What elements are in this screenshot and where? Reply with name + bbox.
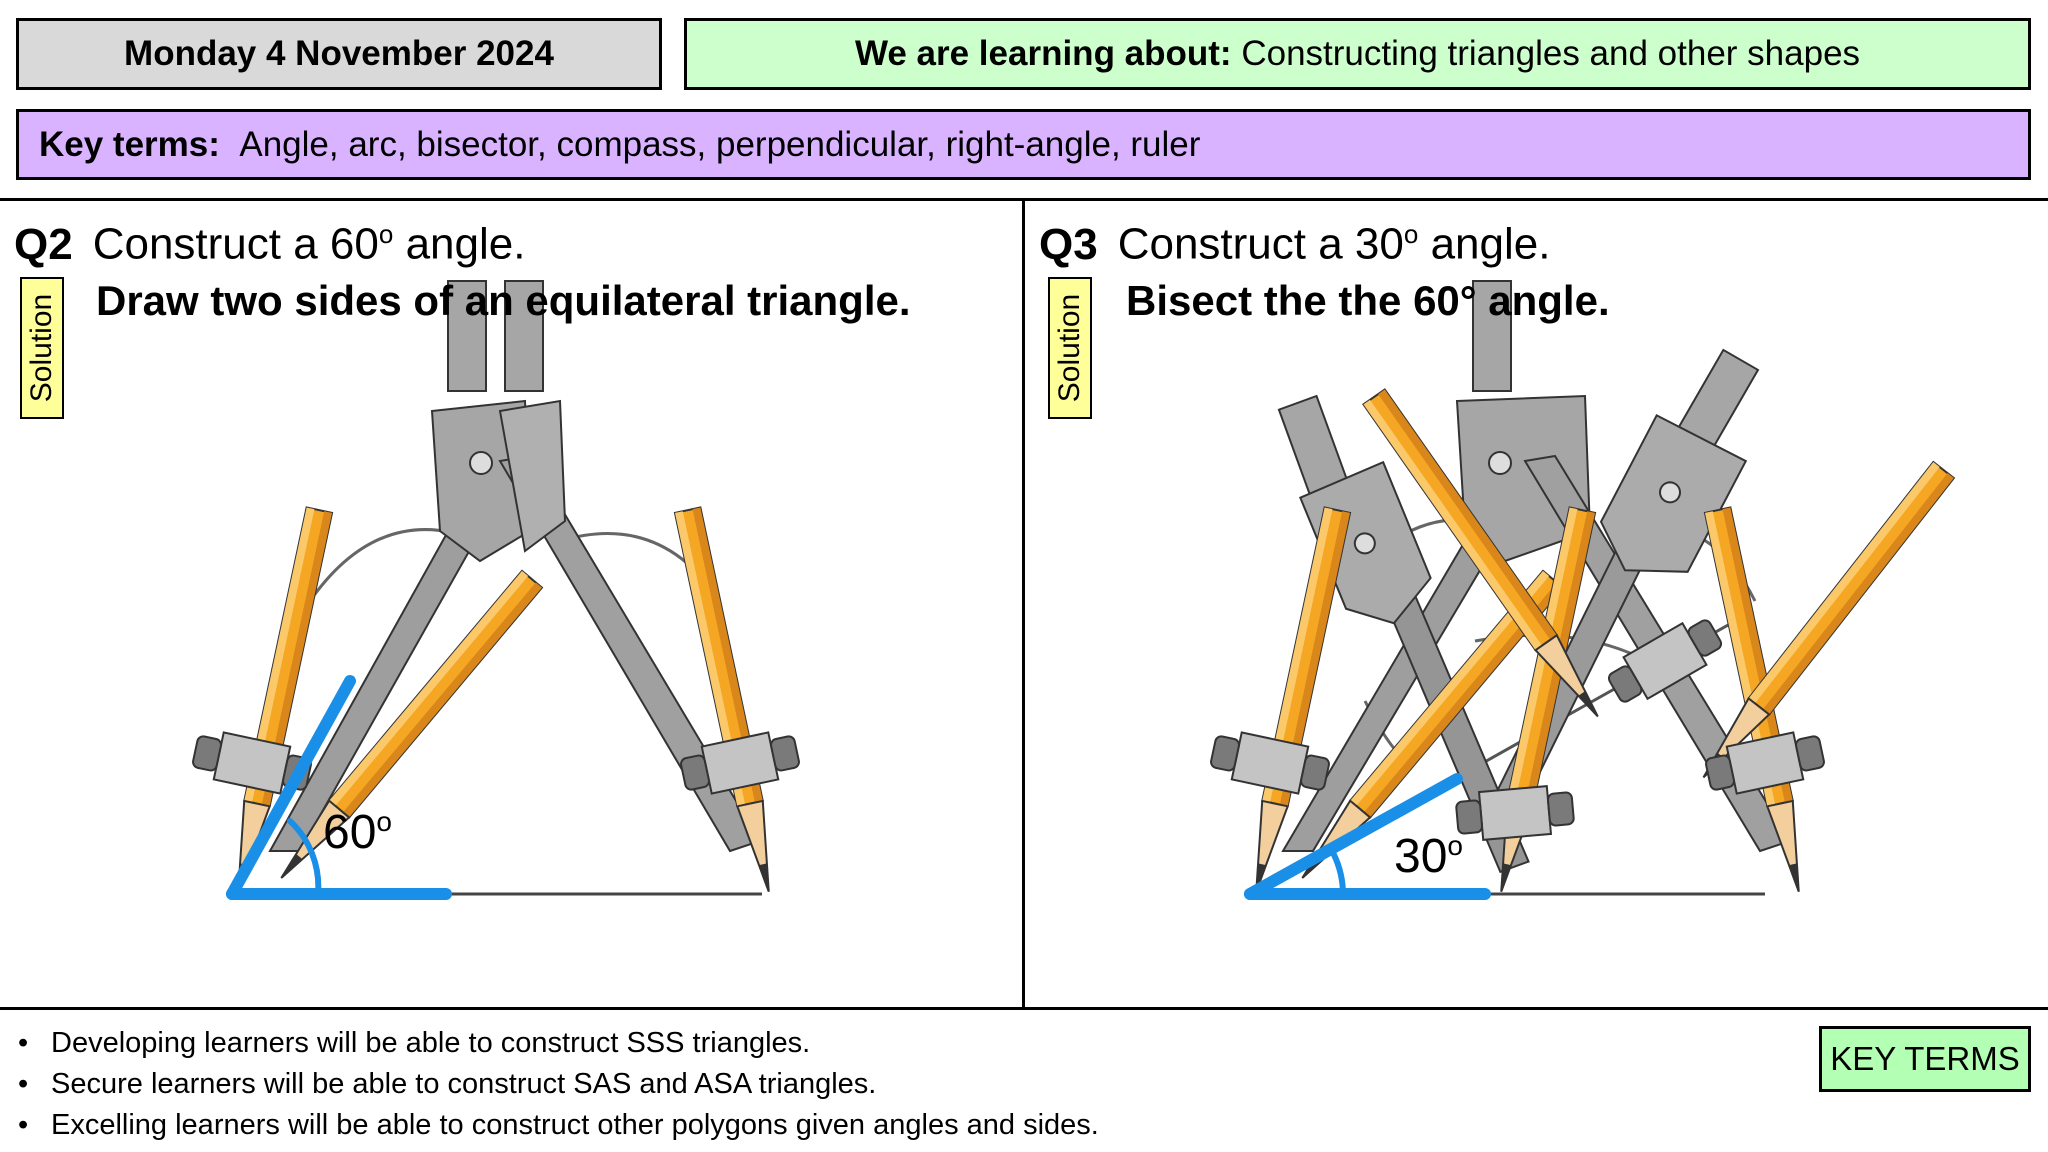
learning-label: We are learning about: <box>854 34 1232 73</box>
key-terms-label: Key terms: <box>39 124 220 164</box>
q3-angle-label: 30o <box>1394 830 1463 883</box>
q2-title: Construct a 60 <box>92 219 379 269</box>
q2-solution-tab[interactable]: Solution <box>20 277 64 419</box>
q3-solution-tab[interactable]: Solution <box>1048 277 1092 419</box>
q2-construction-illustration <box>189 280 803 900</box>
q2-angle-label: 60o <box>323 806 392 859</box>
learning-objective-box: We are learning about: Constructing tria… <box>684 18 2031 90</box>
date-text: Monday 4 November 2024 <box>124 34 554 73</box>
q3-construction-illustration <box>1207 280 1955 900</box>
q2-angle-construction <box>226 675 452 900</box>
q3-number: Q3 <box>1039 219 1098 269</box>
date-box: Monday 4 November 2024 <box>16 18 662 90</box>
q3-title: Construct a 30 <box>1117 219 1404 269</box>
q3-question: Q3 Construct a 30o angle. <box>1039 219 1550 270</box>
outcome-secure: Secure learners will be able to construc… <box>18 1064 1099 1105</box>
key-terms-button[interactable]: KEY TERMS <box>1819 1026 2031 1092</box>
key-terms-bar: Key terms: Angle, arc, bisector, compass… <box>16 109 2031 180</box>
q3-instruction: Bisect the the 60° angle. <box>1126 277 1610 324</box>
key-terms-text: Angle, arc, bisector, compass, perpendic… <box>239 124 1201 164</box>
q2-solution-label: Solution <box>25 293 59 403</box>
q3-angle-degree: o <box>1447 830 1463 861</box>
q2-angle-degree: o <box>376 806 392 837</box>
learning-text: Constructing triangles and other shapes <box>1241 34 1861 73</box>
learning-outcomes-list: Developing learners will be able to cons… <box>18 1023 1099 1146</box>
bottom-divider <box>0 1007 2048 1010</box>
q3-title-end: angle. <box>1430 219 1551 269</box>
q2-degree: o <box>378 219 394 249</box>
outcome-developing: Developing learners will be able to cons… <box>18 1023 1099 1064</box>
q2-title-end: angle. <box>405 219 526 269</box>
q2-instruction: Draw two sides of an equilateral triangl… <box>96 277 911 324</box>
q2-number: Q2 <box>14 219 73 269</box>
q3-solution-label: Solution <box>1053 293 1087 403</box>
outcome-excelling: Excelling learners will be able to const… <box>18 1105 1099 1146</box>
q3-angle-construction <box>1244 773 1491 900</box>
q2-question: Q2 Construct a 60o angle. <box>14 219 525 270</box>
panel-divider <box>1022 198 1025 1008</box>
q3-degree: o <box>1403 219 1419 249</box>
